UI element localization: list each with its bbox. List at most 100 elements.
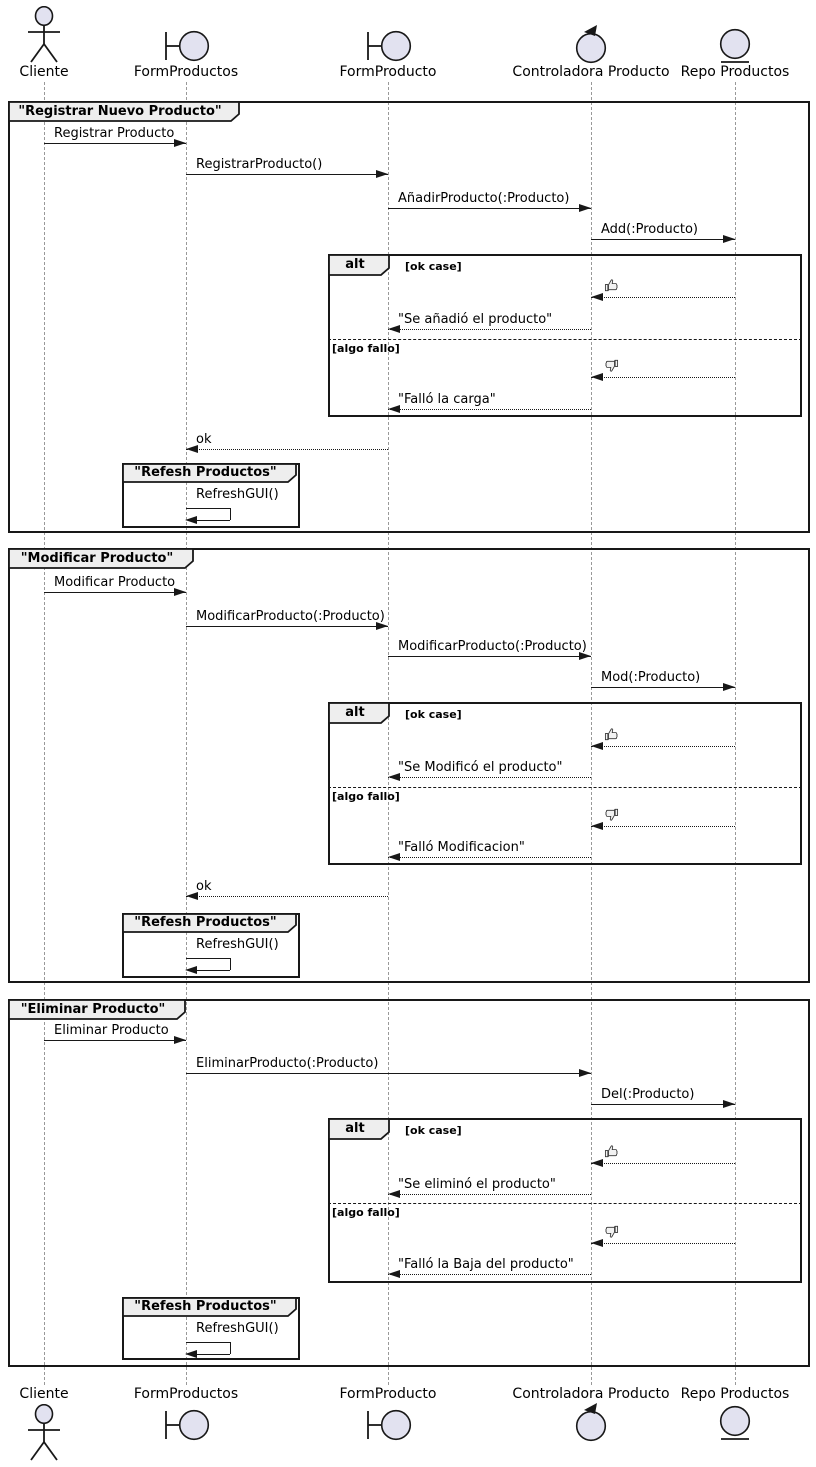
message-line — [388, 208, 591, 209]
participant-label-cliente-top: Cliente — [19, 64, 69, 80]
frame-title: "Eliminar Producto" — [20, 1002, 166, 1017]
message-arrowhead — [186, 445, 198, 453]
message-line — [186, 449, 388, 450]
message-line — [388, 857, 591, 858]
message-label: Del(:Producto) — [601, 1087, 695, 1102]
participant-label-formproductos-bottom: FormProductos — [133, 1386, 239, 1402]
frame-title: "Registrar Nuevo Producto" — [18, 104, 222, 119]
thumbs-down-icon — [604, 358, 619, 373]
message-arrowhead — [591, 293, 603, 301]
thumbs-up-icon — [604, 727, 619, 742]
message-arrowhead — [591, 373, 603, 381]
alt-frame-border — [328, 1118, 802, 1283]
alt-guard-fail: [algo fallo] — [332, 1206, 400, 1219]
self-message-line-out — [186, 1342, 230, 1343]
alt-divider — [328, 1203, 802, 1204]
refresh-frame-title: "Refesh Productos" — [134, 915, 277, 930]
message-line — [388, 329, 591, 330]
message-line — [591, 687, 735, 688]
message-line — [591, 239, 735, 240]
message-label: "Se Modificó el producto" — [398, 760, 563, 775]
message-line — [388, 777, 591, 778]
alt-guard-ok: [ok case] — [405, 1124, 462, 1137]
refresh-frame-title: "Refesh Productos" — [134, 465, 277, 480]
message-label: "Falló Modificacion" — [398, 840, 525, 855]
message-line — [591, 746, 735, 747]
message-label: "Se añadió el producto" — [398, 312, 553, 327]
lifeline-formproductos — [186, 82, 187, 1385]
message-arrowhead — [591, 1239, 603, 1247]
message-arrowhead — [388, 853, 400, 861]
thumbs-down-icon — [604, 1224, 619, 1239]
refresh-frame-tab — [122, 913, 297, 933]
boundary-icon — [162, 25, 210, 67]
message-arrowhead — [174, 1036, 186, 1044]
message-label: ModificarProducto(:Producto) — [196, 609, 385, 624]
message-arrowhead — [376, 622, 388, 630]
message-arrowhead — [186, 892, 198, 900]
lifeline-formproducto — [388, 82, 389, 1385]
frame-tab — [8, 101, 240, 122]
message-arrowhead — [579, 1069, 591, 1077]
message-arrowhead — [388, 1270, 400, 1278]
message-arrowhead — [723, 235, 735, 243]
message-label: Mod(:Producto) — [601, 670, 701, 685]
message-arrowhead — [388, 773, 400, 781]
message-arrowhead — [174, 588, 186, 596]
alt-tab — [328, 254, 390, 276]
message-line — [388, 1194, 591, 1195]
message-label: ModificarProducto(:Producto) — [398, 639, 587, 654]
self-message-arrowhead — [185, 1350, 197, 1358]
message-line — [591, 1163, 735, 1164]
frame-tab — [8, 999, 186, 1020]
message-label: ok — [196, 879, 212, 894]
message-line — [388, 1274, 591, 1275]
participant-label-formproducto-top: FormProducto — [339, 64, 437, 80]
self-message-label: RefreshGUI() — [196, 1321, 279, 1336]
entity-icon — [715, 25, 755, 65]
message-label: EliminarProducto(:Producto) — [196, 1056, 379, 1071]
frame-border — [8, 101, 810, 533]
frame-border — [8, 999, 810, 1367]
message-label: "Falló la carga" — [398, 392, 496, 407]
alt-tab — [328, 1118, 390, 1140]
refresh-frame-tab — [122, 1297, 297, 1317]
thumbs-up-icon — [604, 278, 619, 293]
alt-frame-border — [328, 702, 802, 865]
message-line — [591, 1104, 735, 1105]
message-arrowhead — [591, 1159, 603, 1167]
message-label: Modificar Producto — [54, 575, 176, 590]
frame-title: "Modificar Producto" — [20, 551, 174, 566]
frame-tab — [8, 548, 194, 569]
thumbs-down-icon — [604, 807, 619, 822]
participant-label-controladora-bottom: Controladora Producto — [512, 1386, 670, 1402]
actor-icon — [24, 1404, 64, 1462]
self-message-line-back — [195, 970, 230, 971]
self-message-arrowhead — [185, 966, 197, 974]
message-label: Registrar Producto — [54, 126, 175, 141]
self-message-line-side — [230, 1342, 231, 1354]
alt-guard-fail: [algo fallo] — [332, 342, 400, 355]
message-line — [591, 826, 735, 827]
message-arrowhead — [723, 683, 735, 691]
control-icon — [571, 22, 611, 66]
participant-label-formproductos-top: FormProductos — [133, 64, 239, 80]
alt-divider — [328, 787, 802, 788]
alt-divider — [328, 339, 802, 340]
message-line — [44, 1040, 186, 1041]
message-line — [591, 297, 735, 298]
alt-tab — [328, 702, 390, 724]
message-line — [591, 1243, 735, 1244]
lifeline-cliente — [44, 82, 45, 1385]
participant-label-cliente-bottom: Cliente — [19, 1386, 69, 1402]
self-message-line-side — [230, 508, 231, 520]
actor-icon — [24, 6, 64, 64]
thumbs-up-icon — [604, 1144, 619, 1159]
message-arrowhead — [388, 325, 400, 333]
message-arrowhead — [174, 139, 186, 147]
message-arrowhead — [579, 652, 591, 660]
self-message-line-back — [195, 520, 230, 521]
participant-label-repo-bottom: Repo Productos — [680, 1386, 790, 1402]
message-line — [44, 592, 186, 593]
